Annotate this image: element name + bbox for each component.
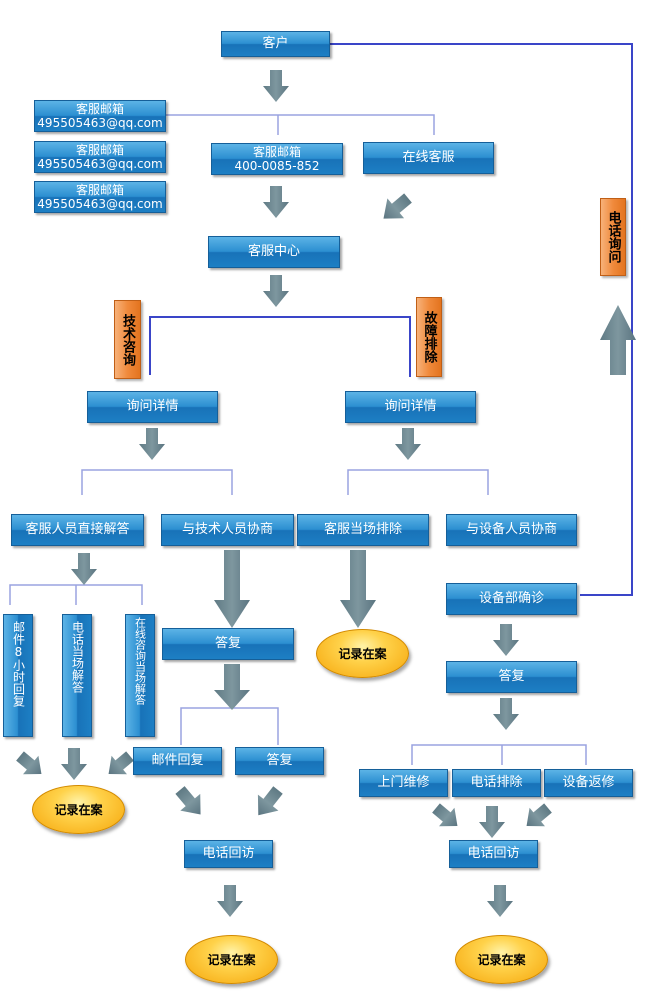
reply-online-node: 在线咨询当场解答	[125, 614, 155, 737]
reply-email-8h-node: 邮件8小时回复	[3, 614, 33, 737]
record-node-1: 记录在案	[316, 629, 409, 678]
email-box-2: 客服邮箱 495505463@qq.com	[34, 141, 166, 173]
equip-return-label: 设备返修	[562, 775, 615, 790]
email-box-1-address: 495505463@qq.com	[37, 116, 163, 130]
equip-diagnose-label: 设备部确诊	[478, 591, 544, 606]
record-node-3: 记录在案	[185, 935, 278, 984]
reply-mid-label: 答复	[214, 636, 241, 651]
staff-direct-label: 客服人员直接解答	[25, 522, 130, 537]
callback-right-node: 电话回访	[449, 840, 538, 868]
record-node-4: 记录在案	[455, 935, 548, 984]
equip-negotiate-node: 与设备人员协商	[446, 514, 577, 546]
record-3-label: 记录在案	[207, 953, 256, 967]
tech-negotiate-node: 与技术人员协商	[161, 514, 294, 546]
reply-sub-node: 答复	[235, 747, 324, 775]
bracket-lines	[9, 114, 587, 765]
reply-mid-node: 答复	[162, 628, 294, 660]
fault-removal-tag: 故障排除	[416, 297, 442, 377]
record-2-label: 记录在案	[54, 803, 103, 817]
reply-phone-node: 电话当场解答	[62, 614, 92, 737]
phone-fix-node: 电话排除	[452, 769, 541, 797]
phone-inquiry-label: 电话询问	[605, 211, 621, 263]
tech-negotiate-label: 与技术人员协商	[181, 522, 273, 537]
staff-onsite-node: 客服当场排除	[297, 514, 429, 546]
detail-right-label: 询问详情	[384, 399, 437, 414]
callback-mid-label: 电话回访	[202, 846, 255, 861]
record-4-label: 记录在案	[477, 953, 526, 967]
blue-lines	[149, 43, 633, 596]
reply-email-8h-label: 邮件8小时回复	[11, 621, 26, 707]
staff-onsite-label: 客服当场排除	[323, 522, 402, 537]
email-box-2-address: 495505463@qq.com	[37, 157, 163, 171]
callback-right-label: 电话回访	[467, 846, 520, 861]
phone-fix-label: 电话排除	[470, 775, 523, 790]
customer-label: 客户	[262, 36, 289, 51]
detail-left-label: 询问详情	[126, 399, 179, 414]
equip-return-node: 设备返修	[544, 769, 633, 797]
record-node-2: 记录在案	[32, 785, 125, 834]
email-reply-label: 邮件回复	[151, 753, 204, 768]
callback-mid-node: 电话回访	[184, 840, 273, 868]
reply-phone-label: 电话当场解答	[70, 621, 85, 693]
hotline-node: 客服邮箱 400-0085-852	[211, 143, 343, 175]
online-service-node: 在线客服	[363, 142, 494, 174]
fault-removal-label: 故障排除	[421, 311, 437, 363]
door-repair-node: 上门维修	[359, 769, 448, 797]
online-service-label: 在线客服	[402, 150, 455, 165]
reply-right-label: 答复	[498, 669, 525, 684]
email-box-3-address: 495505463@qq.com	[37, 197, 163, 211]
detail-right-node: 询问详情	[345, 391, 476, 423]
service-center-node: 客服中心	[208, 236, 340, 268]
door-repair-label: 上门维修	[377, 775, 430, 790]
hotline-title: 客服邮箱	[252, 145, 301, 159]
equip-negotiate-label: 与设备人员协商	[465, 522, 557, 537]
email-box-2-title: 客服邮箱	[75, 143, 124, 157]
phone-inquiry-tag: 电话询问	[600, 198, 626, 276]
email-box-1-title: 客服邮箱	[75, 102, 124, 116]
service-center-label: 客服中心	[247, 244, 300, 259]
email-reply-node: 邮件回复	[133, 747, 222, 775]
tech-consult-label: 技术咨询	[120, 313, 135, 366]
email-box-1: 客服邮箱 495505463@qq.com	[34, 100, 166, 132]
reply-right-node: 答复	[446, 661, 577, 693]
equip-diagnose-node: 设备部确诊	[446, 583, 577, 615]
record-1-label: 记录在案	[338, 647, 387, 661]
staff-direct-node: 客服人员直接解答	[11, 514, 144, 546]
customer-node: 客户	[221, 31, 330, 57]
reply-online-label: 在线咨询当场解答	[133, 617, 147, 705]
hotline-number: 400-0085-852	[234, 159, 320, 173]
email-box-3-title: 客服邮箱	[75, 183, 124, 197]
reply-sub-label: 答复	[266, 753, 293, 768]
tech-consult-tag: 技术咨询	[114, 300, 141, 379]
email-box-3: 客服邮箱 495505463@qq.com	[34, 181, 166, 213]
detail-left-node: 询问详情	[87, 391, 218, 423]
